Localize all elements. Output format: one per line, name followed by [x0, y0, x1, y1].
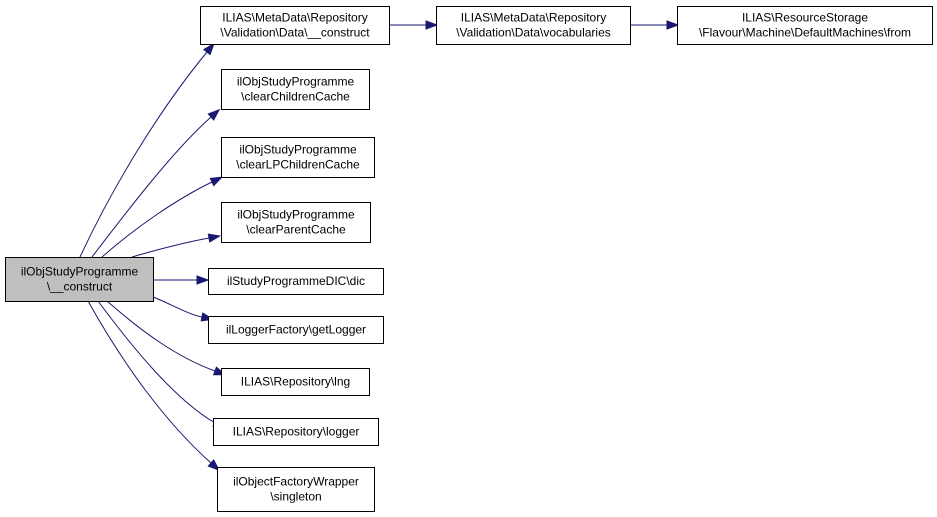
- node-label-line: ilObjStudyProgramme: [237, 75, 355, 89]
- edge-root-to-dic: [153, 275, 210, 285]
- node-box[interactable]: [436, 6, 631, 45]
- node-logger[interactable]: ILIAS\Repository\logger: [213, 418, 379, 446]
- node-label-line: \clearLPChildrenCache: [236, 158, 360, 172]
- node-label-line: ILIAS\ResourceStorage: [742, 11, 868, 25]
- node-label-line: ilObjectFactoryWrapper: [233, 475, 359, 489]
- edge-root-to-singleton: [87, 300, 221, 472]
- node-box[interactable]: [221, 137, 375, 178]
- node-md-vocab[interactable]: ILIAS\MetaData\Repository\Validation\Dat…: [436, 6, 631, 45]
- edge-line: [101, 181, 213, 258]
- node-clear-parent[interactable]: ilObjStudyProgramme\clearParentCache: [221, 202, 371, 243]
- edge-root-to-clear_parent: [131, 233, 222, 258]
- node-dic[interactable]: ilStudyProgrammeDIC\dic: [208, 268, 384, 295]
- edge-root-to-clear_lp: [101, 176, 224, 258]
- node-label-line: ILIAS\Repository\logger: [233, 425, 360, 439]
- node-label-line: \clearParentCache: [246, 223, 346, 237]
- edge-line: [152, 296, 203, 318]
- node-rs-from[interactable]: ILIAS\ResourceStorage\Flavour\Machine\De…: [677, 6, 933, 45]
- node-box[interactable]: [208, 268, 384, 295]
- nodes-layer: ilObjStudyProgramme\__constructILIAS\Met…: [5, 6, 933, 512]
- node-label-line: \__construct: [47, 280, 113, 294]
- arrowhead-icon: [207, 459, 221, 472]
- node-box[interactable]: [5, 257, 154, 302]
- arrowhead-icon: [207, 233, 222, 243]
- edge-md_construct-to-md_vocab: [389, 20, 439, 30]
- edge-line: [97, 300, 216, 424]
- node-box[interactable]: [221, 368, 370, 396]
- node-clear-lp[interactable]: ilObjStudyProgramme\clearLPChildrenCache: [221, 137, 375, 178]
- edge-md_vocab-to-rs_from: [630, 20, 680, 30]
- node-box[interactable]: [200, 6, 390, 45]
- edge-line: [106, 300, 216, 372]
- edge-root-to-md_construct: [79, 42, 215, 258]
- node-label-line: ilStudyProgrammeDIC\dic: [227, 274, 365, 288]
- arrowhead-icon: [207, 108, 221, 121]
- node-label-line: ILIAS\MetaData\Repository: [461, 11, 606, 25]
- node-label-line: ilLoggerFactory\getLogger: [226, 323, 366, 337]
- arrowhead-icon: [666, 20, 680, 30]
- node-lng[interactable]: ILIAS\Repository\lng: [221, 368, 370, 396]
- edge-line: [91, 116, 212, 258]
- node-box[interactable]: [221, 69, 370, 110]
- node-label-line: ILIAS\Repository\lng: [241, 375, 350, 389]
- edges-layer: [79, 20, 680, 472]
- edge-root-to-clear_children: [91, 108, 221, 258]
- node-box[interactable]: [677, 6, 933, 45]
- node-label-line: ilObjStudyProgramme: [237, 208, 355, 222]
- node-label-line: ilObjStudyProgramme: [21, 265, 139, 279]
- edge-line: [87, 300, 212, 464]
- node-root[interactable]: ilObjStudyProgramme\__construct: [5, 257, 154, 302]
- node-box[interactable]: [208, 316, 384, 344]
- edge-root-to-get_logger: [152, 296, 215, 322]
- node-clear-children[interactable]: ilObjStudyProgramme\clearChildrenCache: [221, 69, 370, 110]
- node-get-logger[interactable]: ilLoggerFactory\getLogger: [208, 316, 384, 344]
- node-box[interactable]: [217, 467, 375, 512]
- arrowhead-icon: [209, 176, 224, 187]
- node-singleton[interactable]: ilObjectFactoryWrapper\singleton: [217, 467, 375, 512]
- node-label-line: \clearChildrenCache: [241, 90, 350, 104]
- node-label-line: \Validation\Data\__construct: [220, 26, 370, 40]
- edge-line: [131, 237, 210, 258]
- arrowhead-icon: [196, 275, 210, 285]
- node-box[interactable]: [221, 202, 371, 243]
- node-label-line: \Flavour\Machine\DefaultMachines\from: [699, 26, 911, 40]
- node-label-line: \Validation\Data\vocabularies: [456, 26, 611, 40]
- edge-line: [79, 51, 208, 258]
- node-label-line: ilObjStudyProgramme: [239, 143, 357, 157]
- node-md-construct[interactable]: ILIAS\MetaData\Repository\Validation\Dat…: [200, 6, 390, 45]
- arrowhead-icon: [203, 42, 215, 56]
- node-label-line: \singleton: [270, 490, 321, 504]
- node-label-line: ILIAS\MetaData\Repository: [222, 11, 367, 25]
- node-box[interactable]: [213, 418, 379, 446]
- edge-root-to-lng: [106, 300, 227, 376]
- arrowhead-icon: [425, 20, 439, 30]
